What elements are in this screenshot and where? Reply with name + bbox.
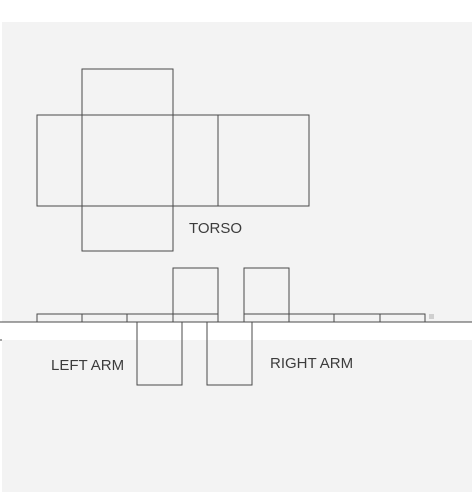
torso-back-face [217,114,310,207]
arm-face-edges [0,321,472,385]
torso-bottom-face [81,205,174,252]
torso-net [36,68,310,252]
torso-label: TORSO [189,220,242,237]
occluding-white-band [0,322,474,340]
band-edge-marker [429,314,434,319]
background-panel [2,22,472,492]
right-arm-label: RIGHT ARM [270,355,353,372]
arm-face-bands [36,313,426,322]
left-arm-label: LEFT ARM [51,357,124,374]
